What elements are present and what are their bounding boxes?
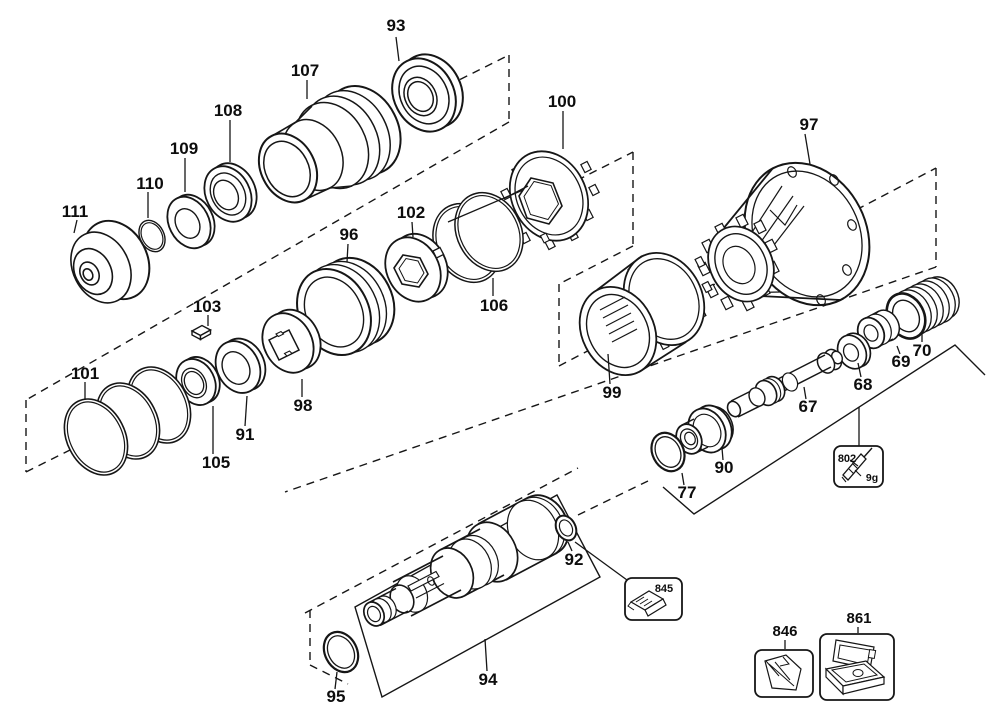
part-label-101: 101 [71, 364, 99, 383]
part-67-pin-shaft [726, 348, 844, 418]
leader-lines [73, 36, 923, 690]
part-label-68: 68 [854, 375, 873, 394]
part-77-o-ring [650, 431, 686, 473]
parts-bag-icon [764, 654, 802, 691]
part-label-102: 102 [397, 203, 425, 222]
part-label-106: 106 [480, 296, 508, 315]
part-label-69: 69 [892, 352, 911, 371]
belt-clip-icon [627, 590, 667, 617]
grease-part-number: 802 [838, 453, 856, 465]
part-108-bearing-washer [203, 162, 258, 223]
callout-bag-box [754, 649, 814, 698]
part-label-108: 108 [214, 101, 242, 120]
part-94-anvil-assembly [362, 494, 570, 627]
kitbox-icon [824, 639, 886, 696]
grease-quantity: 9g [866, 472, 878, 484]
part-label-77: 77 [678, 483, 697, 502]
part-96-hammer-ring [296, 256, 396, 357]
part-99-hammer-cage [578, 251, 713, 377]
part-97-gear-case [697, 161, 871, 312]
part-label-110: 110 [136, 174, 163, 193]
part-label-90: 90 [715, 458, 734, 477]
part-111-end-cap [70, 219, 151, 304]
part-label-111: 111 [62, 202, 89, 221]
part-101-spring [63, 366, 192, 476]
part-98-cam-washer [261, 308, 322, 374]
part-label-103: 103 [193, 297, 221, 316]
part-label-98: 98 [294, 396, 313, 415]
clip-part-number: 845 [655, 583, 673, 595]
part-label-99: 99 [603, 383, 622, 402]
part-92-retaining-ring [554, 514, 578, 542]
part-103-key [190, 324, 212, 341]
part-106-wire-rings [432, 185, 529, 284]
callout-clip-box: 845 [624, 577, 683, 621]
grease-range-bracket [662, 344, 986, 515]
part-label-96: 96 [340, 225, 359, 244]
part-label-100: 100 [548, 92, 576, 111]
part-label-97: 97 [800, 115, 819, 134]
part-109-seal-washer [166, 193, 216, 250]
part-label-70: 70 [913, 341, 932, 360]
part-label-109: 109 [170, 139, 198, 158]
part-100-spider-plate [500, 150, 600, 251]
part-label-91: 91 [236, 425, 255, 444]
part-93-ball-bearing [391, 53, 464, 133]
part-69-bushing [856, 309, 901, 350]
part-110-retaining-ring [138, 219, 166, 253]
part-95-o-ring [322, 630, 360, 674]
part-number-labels: 93 107 108 109 110 111 100 97 96 102 106… [62, 16, 932, 706]
callout-kitbox-box [819, 633, 895, 701]
part-label-846: 846 [772, 623, 797, 640]
part-label-67: 67 [799, 397, 818, 416]
part-102-hex-washer [384, 233, 449, 303]
grease-tube-icon [841, 447, 873, 483]
part-label-861: 861 [846, 610, 871, 627]
part-90-bushing [675, 404, 734, 455]
part-label-95: 95 [327, 687, 346, 706]
part-label-92: 92 [565, 550, 584, 569]
part-68-washer [836, 332, 872, 370]
part-107-front-housing [257, 85, 402, 204]
part-label-93: 93 [387, 16, 406, 35]
part-label-94: 94 [479, 670, 498, 689]
part-label-107: 107 [291, 61, 319, 80]
callout-grease-box: 802 9g [833, 445, 884, 488]
part-label-105: 105 [202, 453, 230, 472]
